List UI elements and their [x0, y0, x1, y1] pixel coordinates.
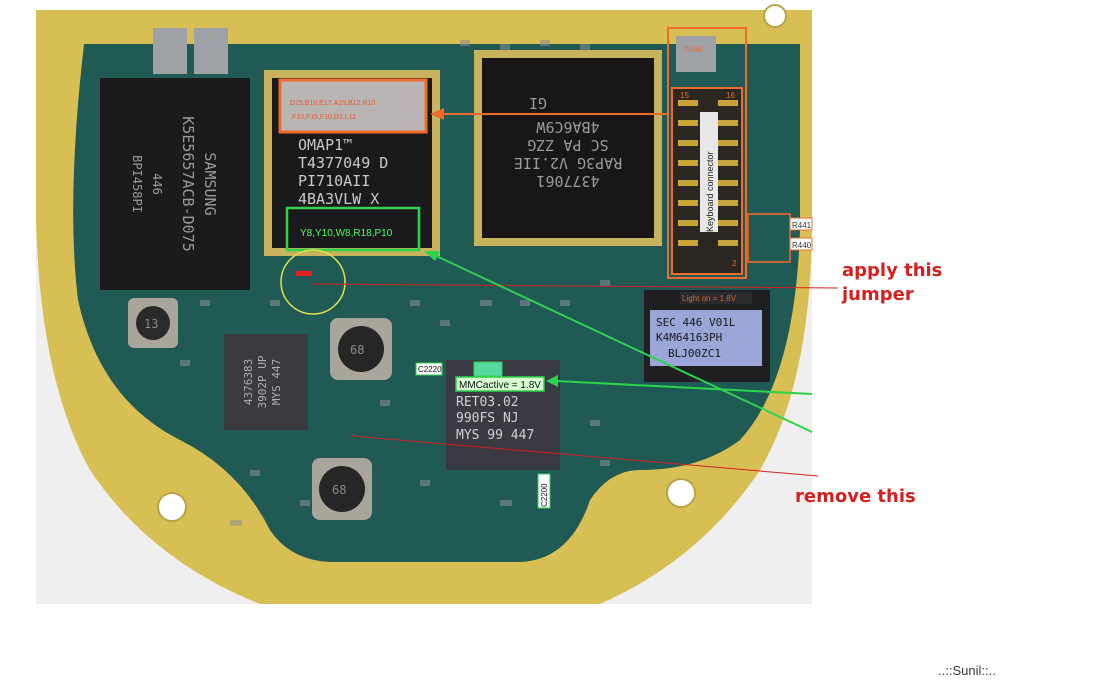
inductor-label: 68 [350, 343, 364, 357]
power-chip [224, 334, 308, 430]
r440-tag: R440 [792, 241, 812, 250]
memory-part: K5E5657ACB-D075 [179, 116, 197, 251]
apply-pointer [311, 283, 839, 289]
inductor: 13 [128, 298, 178, 348]
cap-component [153, 28, 187, 74]
pin-tag: 2484 [684, 45, 702, 54]
cap-component [194, 28, 228, 74]
omap-orange-highlight [278, 78, 428, 134]
keyboard-connector-area [667, 27, 747, 279]
power-chip-line: MYS 447 [270, 359, 283, 405]
green-arrowhead-bottom [546, 375, 558, 387]
memory-brand: SAMSUNG [201, 152, 219, 215]
ret-chip-text: RET03.02 990FS NJ MYS 99 447 [456, 395, 534, 443]
omap-line: PI710AII [298, 172, 370, 190]
c2200-tag-box [537, 473, 551, 509]
connector-pin-2: 2 [732, 259, 737, 268]
power-chip-line: 3902P UP [256, 355, 269, 408]
apply-line-1: apply this [842, 260, 943, 281]
remove-pointer [351, 435, 819, 477]
jumper-mark [296, 271, 312, 276]
light-tag: Light on = 1.8V [682, 294, 737, 303]
omap-line: T4377049 D [298, 154, 388, 172]
memory-chip-text: SAMSUNG K5E5657ACB-D075 BPI458PI 446 [130, 116, 219, 251]
remove-annotation: remove this [795, 485, 916, 509]
orange-arrowhead [430, 108, 444, 120]
connector-label-box: Keyboard connector [700, 112, 718, 232]
omap-green-highlight [285, 206, 421, 252]
ret-line: MYS 99 447 [456, 428, 534, 443]
sec-line: BLJ00ZC1 [668, 347, 721, 360]
c2220-tag-box [415, 362, 443, 376]
sec-line: SEC 446 V01L [656, 316, 736, 329]
apply-line-2: jumper [842, 284, 914, 305]
inductor: 68 [330, 318, 392, 380]
green-arrow-top [431, 253, 813, 433]
memory-code: BPI458PI [130, 155, 144, 213]
cap-component [676, 36, 716, 72]
memory-chip [100, 78, 250, 290]
connector-pins [678, 100, 738, 246]
rap-line: GI [529, 94, 547, 112]
power-chip-line: 4376383 [242, 359, 255, 405]
board-components [140, 40, 610, 526]
connector-pin-16: 16 [726, 91, 735, 100]
memory-lot: 446 [150, 173, 164, 195]
omap-balls-bottom: F10,F15,F10,D1,L11 [292, 114, 356, 121]
rap-chip [482, 58, 654, 238]
c2220-pad [473, 361, 503, 377]
omap-balls-green: Y8,Y10,W8,R18,P10 [300, 228, 393, 239]
green-arrow-bottom [555, 380, 813, 395]
omap-chip-text: OMAP1™ T4377049 D PI710AII 4BA3VLW X [298, 136, 388, 208]
omap-balls-top: D15,B10,E17,A15,B12,R10 [290, 100, 375, 107]
mmc-active-tag: MMCactive = 1.8V [459, 380, 541, 391]
inductor-label: 13 [144, 317, 158, 331]
rap-line: SC PA ZZG [527, 136, 608, 154]
jumper-circle [280, 249, 346, 315]
light-tag-box [680, 292, 752, 304]
rap-line: 4BA6C9W [535, 118, 599, 136]
c2220-tag: C2220 [418, 365, 442, 374]
green-arrowhead-top [424, 251, 440, 261]
rap-line: 4377061 [536, 172, 599, 190]
sec-chip-label [650, 310, 762, 366]
rap-line: RAP3G V2.IIE [514, 154, 622, 172]
omap-line: 4BA3VLW X [298, 190, 379, 208]
sec-line: K4M64163PH [656, 331, 722, 344]
mmc-active-tag-box [455, 376, 545, 392]
inductor: 68 [312, 458, 372, 520]
connector-label: Keyboard connector [705, 151, 715, 232]
author-signature: ..::Sunil::.. [938, 663, 996, 678]
apply-jumper-annotation: apply this jumper [842, 259, 942, 307]
connector-pin-15: 15 [680, 91, 689, 100]
power-chip-text: 4376383 3902P UP MYS 447 [242, 355, 283, 408]
ret-line: 990FS NJ [456, 411, 519, 426]
r441-tag-box [789, 217, 813, 231]
omap-line: OMAP1™ [298, 136, 352, 154]
c2200-tag: C2200 [540, 483, 549, 507]
sec-chip-text: SEC 446 V01L K4M64163PH BLJ00ZC1 [656, 316, 736, 360]
rap-chip-text: 4377061 RAP3G V2.IIE SC PA ZZG 4BA6C9W G… [514, 94, 622, 190]
r440-tag-box [789, 237, 813, 251]
inductor-label: 68 [332, 483, 346, 497]
r441-tag: R441 [792, 221, 812, 230]
mounting-holes [157, 4, 787, 522]
remove-label: remove this [795, 486, 916, 507]
ret-line: RET03.02 [456, 395, 519, 410]
